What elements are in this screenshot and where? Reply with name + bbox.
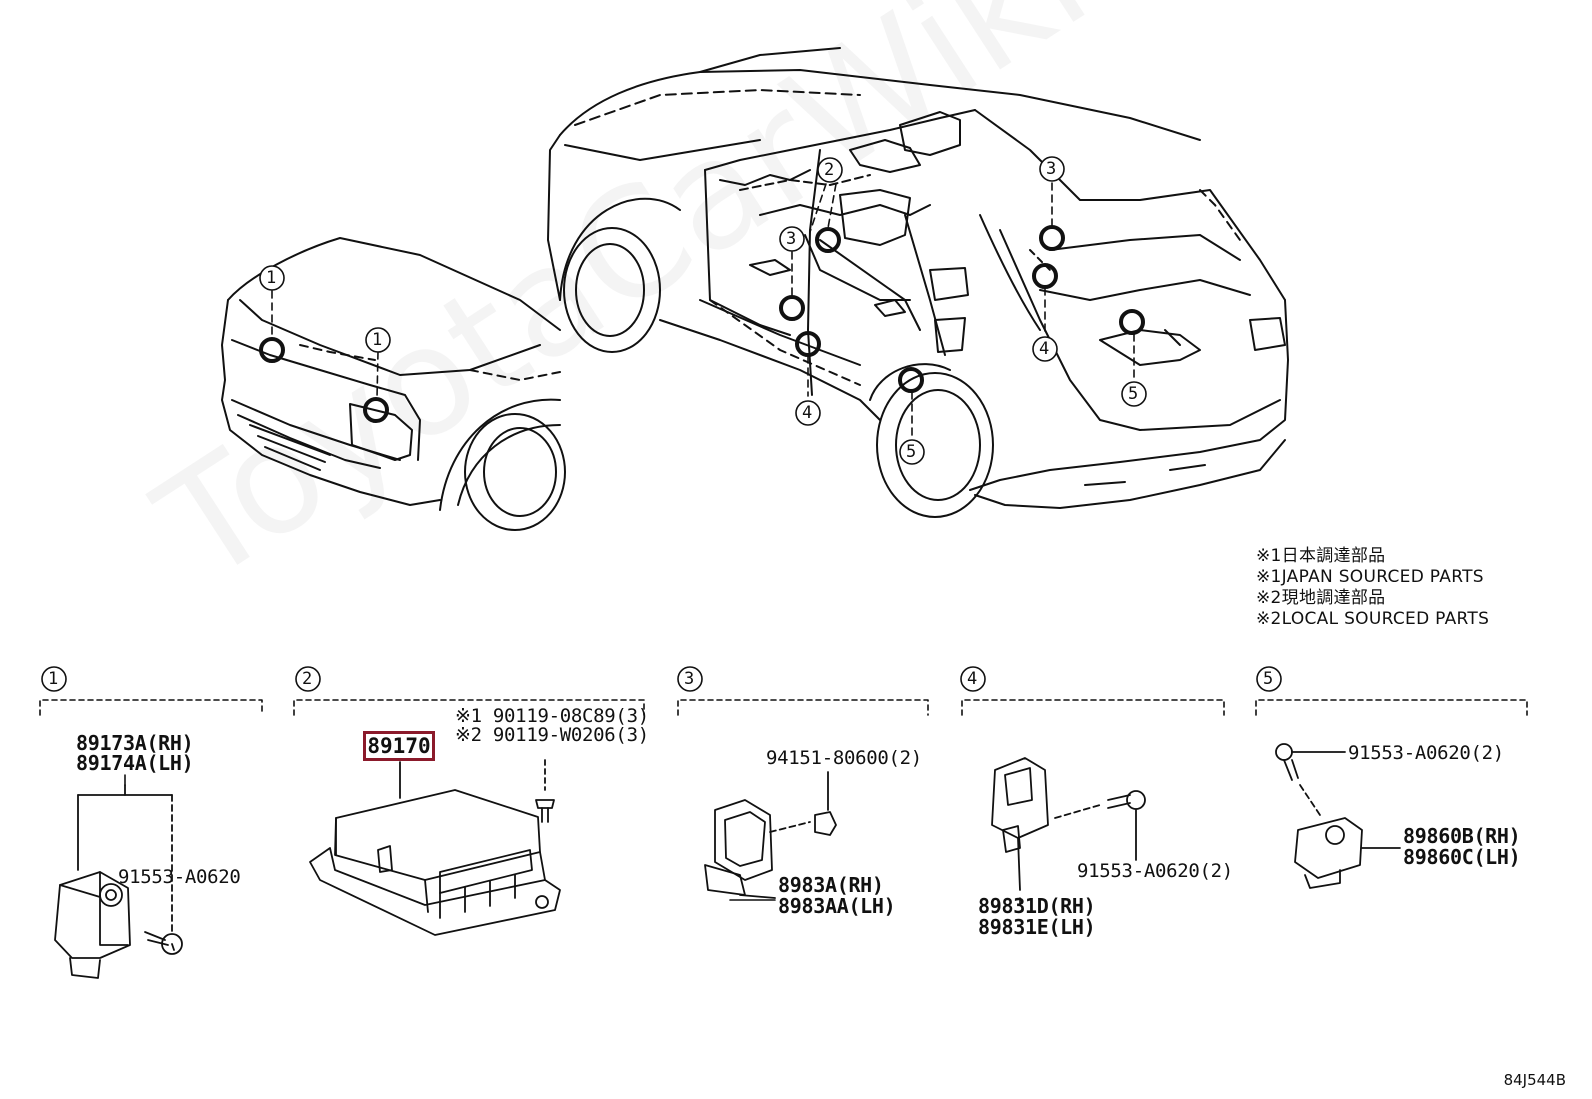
vehicle-rear-view [547,47,1289,518]
section-index-2: 2 [302,669,312,689]
part-number-label[interactable]: 8983A(RH) [778,873,884,897]
rear-impact-sensor-drawing [1275,743,1401,889]
callout-1: 1 [266,268,276,288]
section-index-bubbles [41,666,1282,692]
part-number-label[interactable]: 91553-A0620(2) [1077,860,1233,882]
section-index-3: 3 [684,669,694,689]
part-number-label[interactable]: 91553-A0620 [118,866,241,888]
section-index-5: 5 [1263,669,1273,689]
part-number-label[interactable]: 8983AA(LH) [778,894,896,918]
location-markers [259,225,1145,423]
part-number-label[interactable]: 91553-A0620(2) [1348,742,1504,764]
front-impact-sensor-drawing [54,784,183,979]
rear-side-sensor-drawing [991,757,1146,891]
note-japan-jp: ※1日本調達部品 [1256,546,1386,566]
callout-4: 4 [1039,339,1049,359]
airbag-ecu-drawing [309,759,561,936]
callout-3: 3 [786,229,796,249]
part-number-label[interactable]: 89831E(LH) [978,915,1096,939]
callout-leaders [271,182,1135,437]
callout-4: 4 [802,403,812,423]
part-number-label[interactable]: ※1 90119-08C89(3) [455,705,649,727]
callout-3: 3 [1046,159,1056,179]
side-sensor-drawing [704,771,837,899]
note-japan-en: ※1JAPAN SOURCED PARTS [1256,567,1484,587]
callout-5: 5 [906,442,916,462]
part-number-label[interactable]: 89173A(RH) [76,731,194,755]
part-number-label[interactable]: 89174A(LH) [76,751,194,775]
section-index-4: 4 [967,669,977,689]
callout-5: 5 [1128,384,1138,404]
callout-2: 2 [824,160,834,180]
part-number-label[interactable]: ※2 90119-W0206(3) [455,724,649,746]
part-leader-lines [124,774,1021,906]
note-local-en: ※2LOCAL SOURCED PARTS [1256,609,1490,629]
part-number-label[interactable]: 94151-80600(2) [766,747,922,769]
vehicle-front-view [221,237,566,531]
section-brackets [39,699,1528,716]
note-local-jp: ※2現地調達部品 [1256,588,1386,608]
highlighted-part-number[interactable]: 89170 [363,731,435,761]
part-number-label[interactable]: 89831D(RH) [978,894,1096,918]
part-number-label[interactable]: 89860B(RH) [1403,824,1521,848]
callout-1: 1 [372,330,382,350]
section-index-1: 1 [48,669,58,689]
diagram-code: 84J544B [1503,1071,1566,1089]
callout-bubbles [259,156,1147,465]
part-number-label[interactable]: 89860C(LH) [1403,845,1521,869]
